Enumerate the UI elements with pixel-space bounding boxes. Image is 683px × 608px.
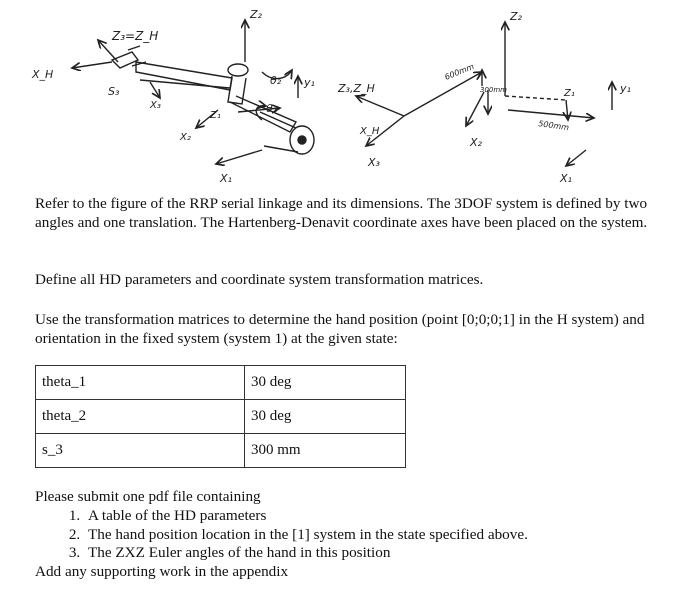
label-z1-right: Z₁ [563,88,575,99]
label-theta1: θ₁ [266,102,277,115]
label-x3-right: X₃ [367,156,381,169]
label-s3: S₃ [108,85,120,98]
linkage-sketch: Z₃=Z_H X_H S₃ X₃ Z₂ θ₂ y₁ Z₁ θ₁ X₂ X₁ [31,8,631,185]
label-z2-left: Z₂ [249,8,263,21]
value-cell: 30 deg [244,365,406,400]
param-cell: s_3 [35,433,245,468]
table-row: theta_2 30 deg [35,399,406,434]
label-xh: X_H [31,68,53,81]
label-z2-right: Z₂ [509,10,523,23]
table-row: s_3 300 mm [35,433,406,468]
left-sketch [72,20,315,164]
label-xh-right: X_H [359,126,380,137]
intro-paragraph: Refer to the figure of the RRP serial li… [35,195,648,231]
value-cell: 300 mm [244,433,406,468]
label-y1-left: y₁ [303,76,315,89]
use-paragraph: Use the transformation matrices to deter… [35,311,645,347]
table-row: theta_1 30 deg [35,365,406,400]
label-z3-zh-right: Z₃,Z_H [337,82,375,95]
label-x1-right: X₁ [559,172,572,185]
label-z1-left: Z₁ [209,110,221,121]
state-table: theta_1 30 deg theta_2 30 deg s_3 300 mm [35,365,406,468]
label-x1-left: X₁ [219,172,232,185]
param-cell: theta_2 [35,399,245,434]
list-item: The hand position location in the [1] sy… [84,526,528,545]
value-cell: 30 deg [244,399,406,434]
label-500mm: 500mm [538,119,570,132]
label-x3: X₃ [149,100,161,111]
linkage-figure: Z₃=Z_H X_H S₃ X₃ Z₂ θ₂ y₁ Z₁ θ₁ X₂ X₁ [0,0,683,190]
right-sketch [356,22,612,166]
param-cell: theta_1 [35,365,245,400]
list-item: The ZXZ Euler angles of the hand in this… [84,544,528,563]
list-item: A table of the HD parameters [84,507,528,526]
submission-list: A table of the HD parameters The hand po… [35,507,528,563]
label-300mm: 300mm [480,86,507,94]
right-sketch-labels: Z₃,Z_H X_H X₃ 600mm 300mm Z₂ X₂ Z₁ y₁ 50… [337,10,631,185]
define-paragraph: Define all HD parameters and coordinate … [35,271,484,288]
label-y1-right: y₁ [619,82,631,95]
left-sketch-labels: Z₃=Z_H X_H S₃ X₃ Z₂ θ₂ y₁ Z₁ θ₁ X₂ X₁ [31,8,315,185]
appendix-note: Add any supporting work in the appendix [35,563,289,580]
label-theta2: θ₂ [270,74,282,87]
label-x2-left: X₂ [179,132,191,143]
label-z3-zh: Z₃=Z_H [111,29,158,43]
submit-intro: Please submit one pdf file containing [35,488,261,505]
label-x2-right: X₂ [469,136,483,149]
